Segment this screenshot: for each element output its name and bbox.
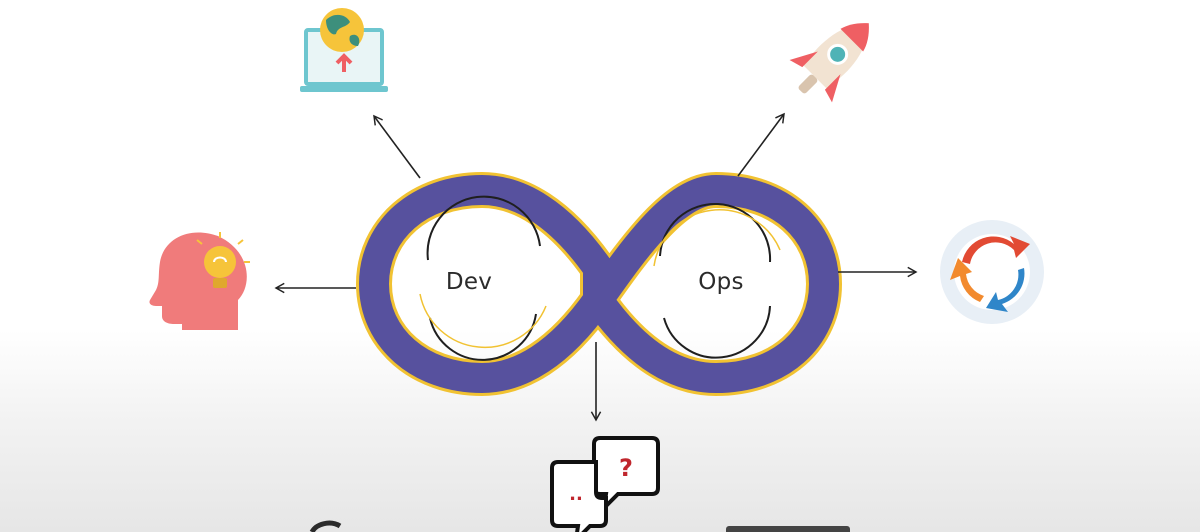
arrow-to-rocket <box>737 112 785 177</box>
connector-arrows <box>274 112 918 422</box>
laptop-globe-upload-icon <box>300 8 388 92</box>
rocket-launch-icon <box>789 23 869 103</box>
dev-inner-ring <box>419 195 547 361</box>
refresh-cycle-icon <box>940 220 1044 324</box>
dev-label: Dev <box>445 269 493 295</box>
chat-question-mark: ? <box>619 454 633 482</box>
ops-label: Ops <box>698 269 744 295</box>
head-idea-icon <box>149 232 250 330</box>
ops-inner-ring <box>653 203 781 359</box>
infinity-loop-band <box>359 175 839 393</box>
arrow-to-laptop <box>373 114 421 179</box>
bottom-cutoff-fragments <box>309 520 850 532</box>
chat-dots: .. <box>569 484 583 505</box>
chat-question-icon: ? .. <box>550 436 660 532</box>
infinity-loop <box>356 172 842 396</box>
